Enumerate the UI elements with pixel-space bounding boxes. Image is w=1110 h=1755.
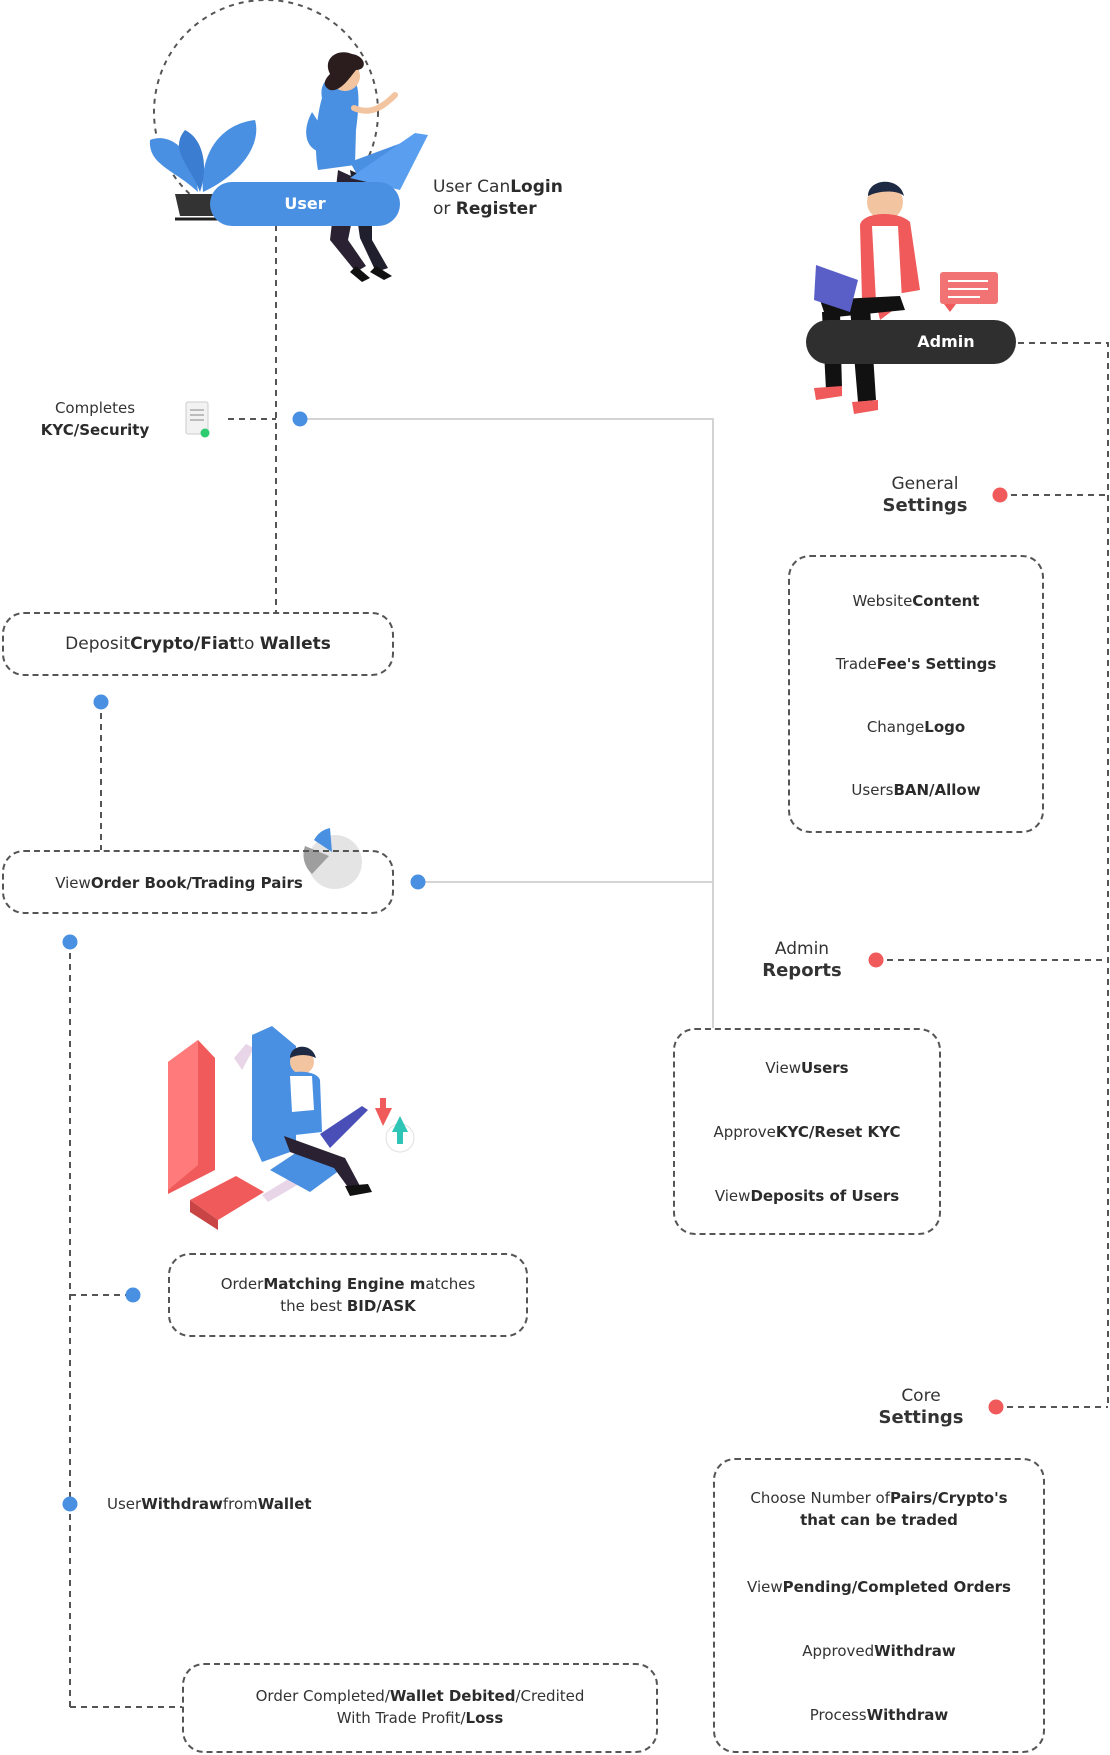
completed-text: /Credited <box>515 1687 585 1705</box>
admin-reports-heading: Admin Reports <box>737 938 867 982</box>
item-bold: Logo <box>924 718 966 736</box>
admin-reports-title-2: Reports <box>762 960 842 981</box>
item-text: View <box>714 1187 751 1205</box>
general-settings-box: WebsiteContent TradeFee's Settings Chang… <box>788 555 1044 833</box>
general-settings-title-1: General <box>891 474 959 494</box>
trading-man-illustration <box>168 1026 415 1230</box>
deposit-label: DepositCrypto/Fiatto Wallets <box>4 633 392 655</box>
general-settings-item: ChangeLogo <box>790 716 1042 738</box>
item-bold: Withdraw <box>866 1706 949 1724</box>
general-settings-title-2: Settings <box>882 495 968 516</box>
user-login-caption: User CanLogin or Register <box>433 176 563 220</box>
item-text: Trade <box>835 655 877 673</box>
core-settings-item: Choose Number ofPairs/Crypto's that can … <box>715 1487 1043 1531</box>
matching-engine-box: OrderMatching Engine matches the best BI… <box>168 1253 528 1337</box>
matching-text: the best <box>280 1297 347 1315</box>
item-text: Approve <box>713 1123 776 1141</box>
admin-reports-item: ViewUsers <box>675 1057 939 1079</box>
kyc-line1: Completes <box>54 399 136 417</box>
withdraw-text: from <box>222 1495 258 1513</box>
wallet-debited-text: Wallet Debited <box>389 1687 516 1705</box>
login-text: Login <box>510 177 563 197</box>
order-completed-box: Order Completed/Wallet Debited/Credited … <box>182 1663 658 1753</box>
kyc-document-icon <box>185 401 210 438</box>
admin-man-illustration <box>814 181 998 414</box>
item-bold: Content <box>912 592 980 610</box>
caption-text: or <box>433 199 456 219</box>
register-text: Register <box>455 199 537 219</box>
caption-text: User Can <box>433 177 511 197</box>
item-bold: Users <box>801 1059 849 1077</box>
red-flow-dots <box>868 487 1008 1415</box>
withdraw-text: User <box>107 1495 142 1513</box>
deposit-text: Deposit <box>65 634 131 654</box>
item-bold: KYC/Reset KYC <box>775 1123 901 1141</box>
matching-engine-label: OrderMatching Engine matches the best BI… <box>170 1273 526 1317</box>
admin-dashed-connectors <box>876 342 1109 1408</box>
order-book-text: View <box>55 874 91 892</box>
item-text: Approved <box>802 1642 875 1660</box>
user-dotted-circle <box>153 0 379 225</box>
user-badge-label: User <box>284 194 326 213</box>
core-settings-title-1: Core <box>901 1386 941 1406</box>
core-settings-heading: Core Settings <box>856 1385 986 1429</box>
item-text: View <box>765 1059 801 1077</box>
item-bold: Withdraw <box>874 1642 956 1660</box>
order-book-label: ViewOrder Book/Trading Pairs <box>4 872 354 894</box>
item-bold: Pending/Completed Orders <box>782 1578 1011 1596</box>
order-book-box: ViewOrder Book/Trading Pairs <box>2 850 394 914</box>
admin-reports-title-1: Admin <box>774 939 830 959</box>
user-woman-illustration <box>306 52 428 282</box>
deposit-crypto-fiat: Crypto/Fiat <box>130 634 238 654</box>
deposit-box: DepositCrypto/Fiatto Wallets <box>2 612 394 676</box>
loss-text: Loss <box>465 1709 504 1727</box>
user-badge: User <box>210 182 400 226</box>
core-settings-box: Choose Number ofPairs/Crypto's that can … <box>713 1458 1045 1753</box>
completed-text: Order Completed/ <box>255 1687 390 1705</box>
general-settings-item: UsersBAN/Allow <box>790 779 1042 801</box>
core-settings-title-2: Settings <box>878 1407 964 1428</box>
general-settings-heading: General Settings <box>860 473 990 517</box>
plant-illustration <box>149 120 257 221</box>
withdraw-wallet: Wallet <box>257 1495 312 1513</box>
bid-ask-text: BID/ASK <box>346 1297 416 1315</box>
item-text: Choose Number of <box>750 1489 891 1507</box>
admin-badge-label: Admin <box>917 332 975 351</box>
kyc-line2: KYC/Security <box>40 421 150 439</box>
blue-flow-dots <box>62 411 426 1512</box>
matching-engine-text: Matching Engine m <box>263 1275 426 1293</box>
order-book-pairs: Order Book/Trading Pairs <box>90 874 303 892</box>
order-completed-label: Order Completed/Wallet Debited/Credited … <box>184 1685 656 1729</box>
item-bold: Pairs/Crypto's <box>890 1489 1008 1507</box>
kyc-label: Completes KYC/Security <box>35 397 155 441</box>
item-text: Process <box>809 1706 867 1724</box>
item-text: Change <box>866 718 925 736</box>
general-settings-item: WebsiteContent <box>790 590 1042 612</box>
admin-badge: Admin <box>806 320 1016 364</box>
item-text: Users <box>851 781 894 799</box>
admin-reports-box: ViewUsers ApproveKYC/Reset KYC ViewDepos… <box>673 1028 941 1235</box>
deposit-text: to <box>237 634 260 654</box>
item-bold: Fee's Settings <box>876 655 997 673</box>
item-bold: BAN/Allow <box>893 781 981 799</box>
completed-text: With Trade Profit/ <box>336 1709 466 1727</box>
matching-text: Order <box>220 1275 264 1293</box>
user-dashed-connectors <box>69 225 277 1708</box>
withdraw-label: UserWithdrawfromWallet <box>107 1493 312 1515</box>
item-text: Website <box>852 592 913 610</box>
core-settings-item: ProcessWithdraw <box>715 1704 1043 1726</box>
admin-reports-item: ViewDeposits of Users <box>675 1185 939 1207</box>
matching-text: atches <box>425 1275 476 1293</box>
solid-connectors <box>300 418 714 1028</box>
withdraw-bold: Withdraw <box>141 1495 223 1513</box>
pie-chart-icon <box>303 828 362 889</box>
core-settings-item: ApprovedWithdraw <box>715 1640 1043 1662</box>
deposit-wallets: Wallets <box>259 634 331 654</box>
item-text: View <box>747 1578 783 1596</box>
core-settings-item: ViewPending/Completed Orders <box>715 1576 1043 1598</box>
item-bold: Deposits of Users <box>750 1187 900 1205</box>
general-settings-item: TradeFee's Settings <box>790 653 1042 675</box>
item-bold: that can be traded <box>800 1511 958 1529</box>
admin-reports-item: ApproveKYC/Reset KYC <box>675 1121 939 1143</box>
